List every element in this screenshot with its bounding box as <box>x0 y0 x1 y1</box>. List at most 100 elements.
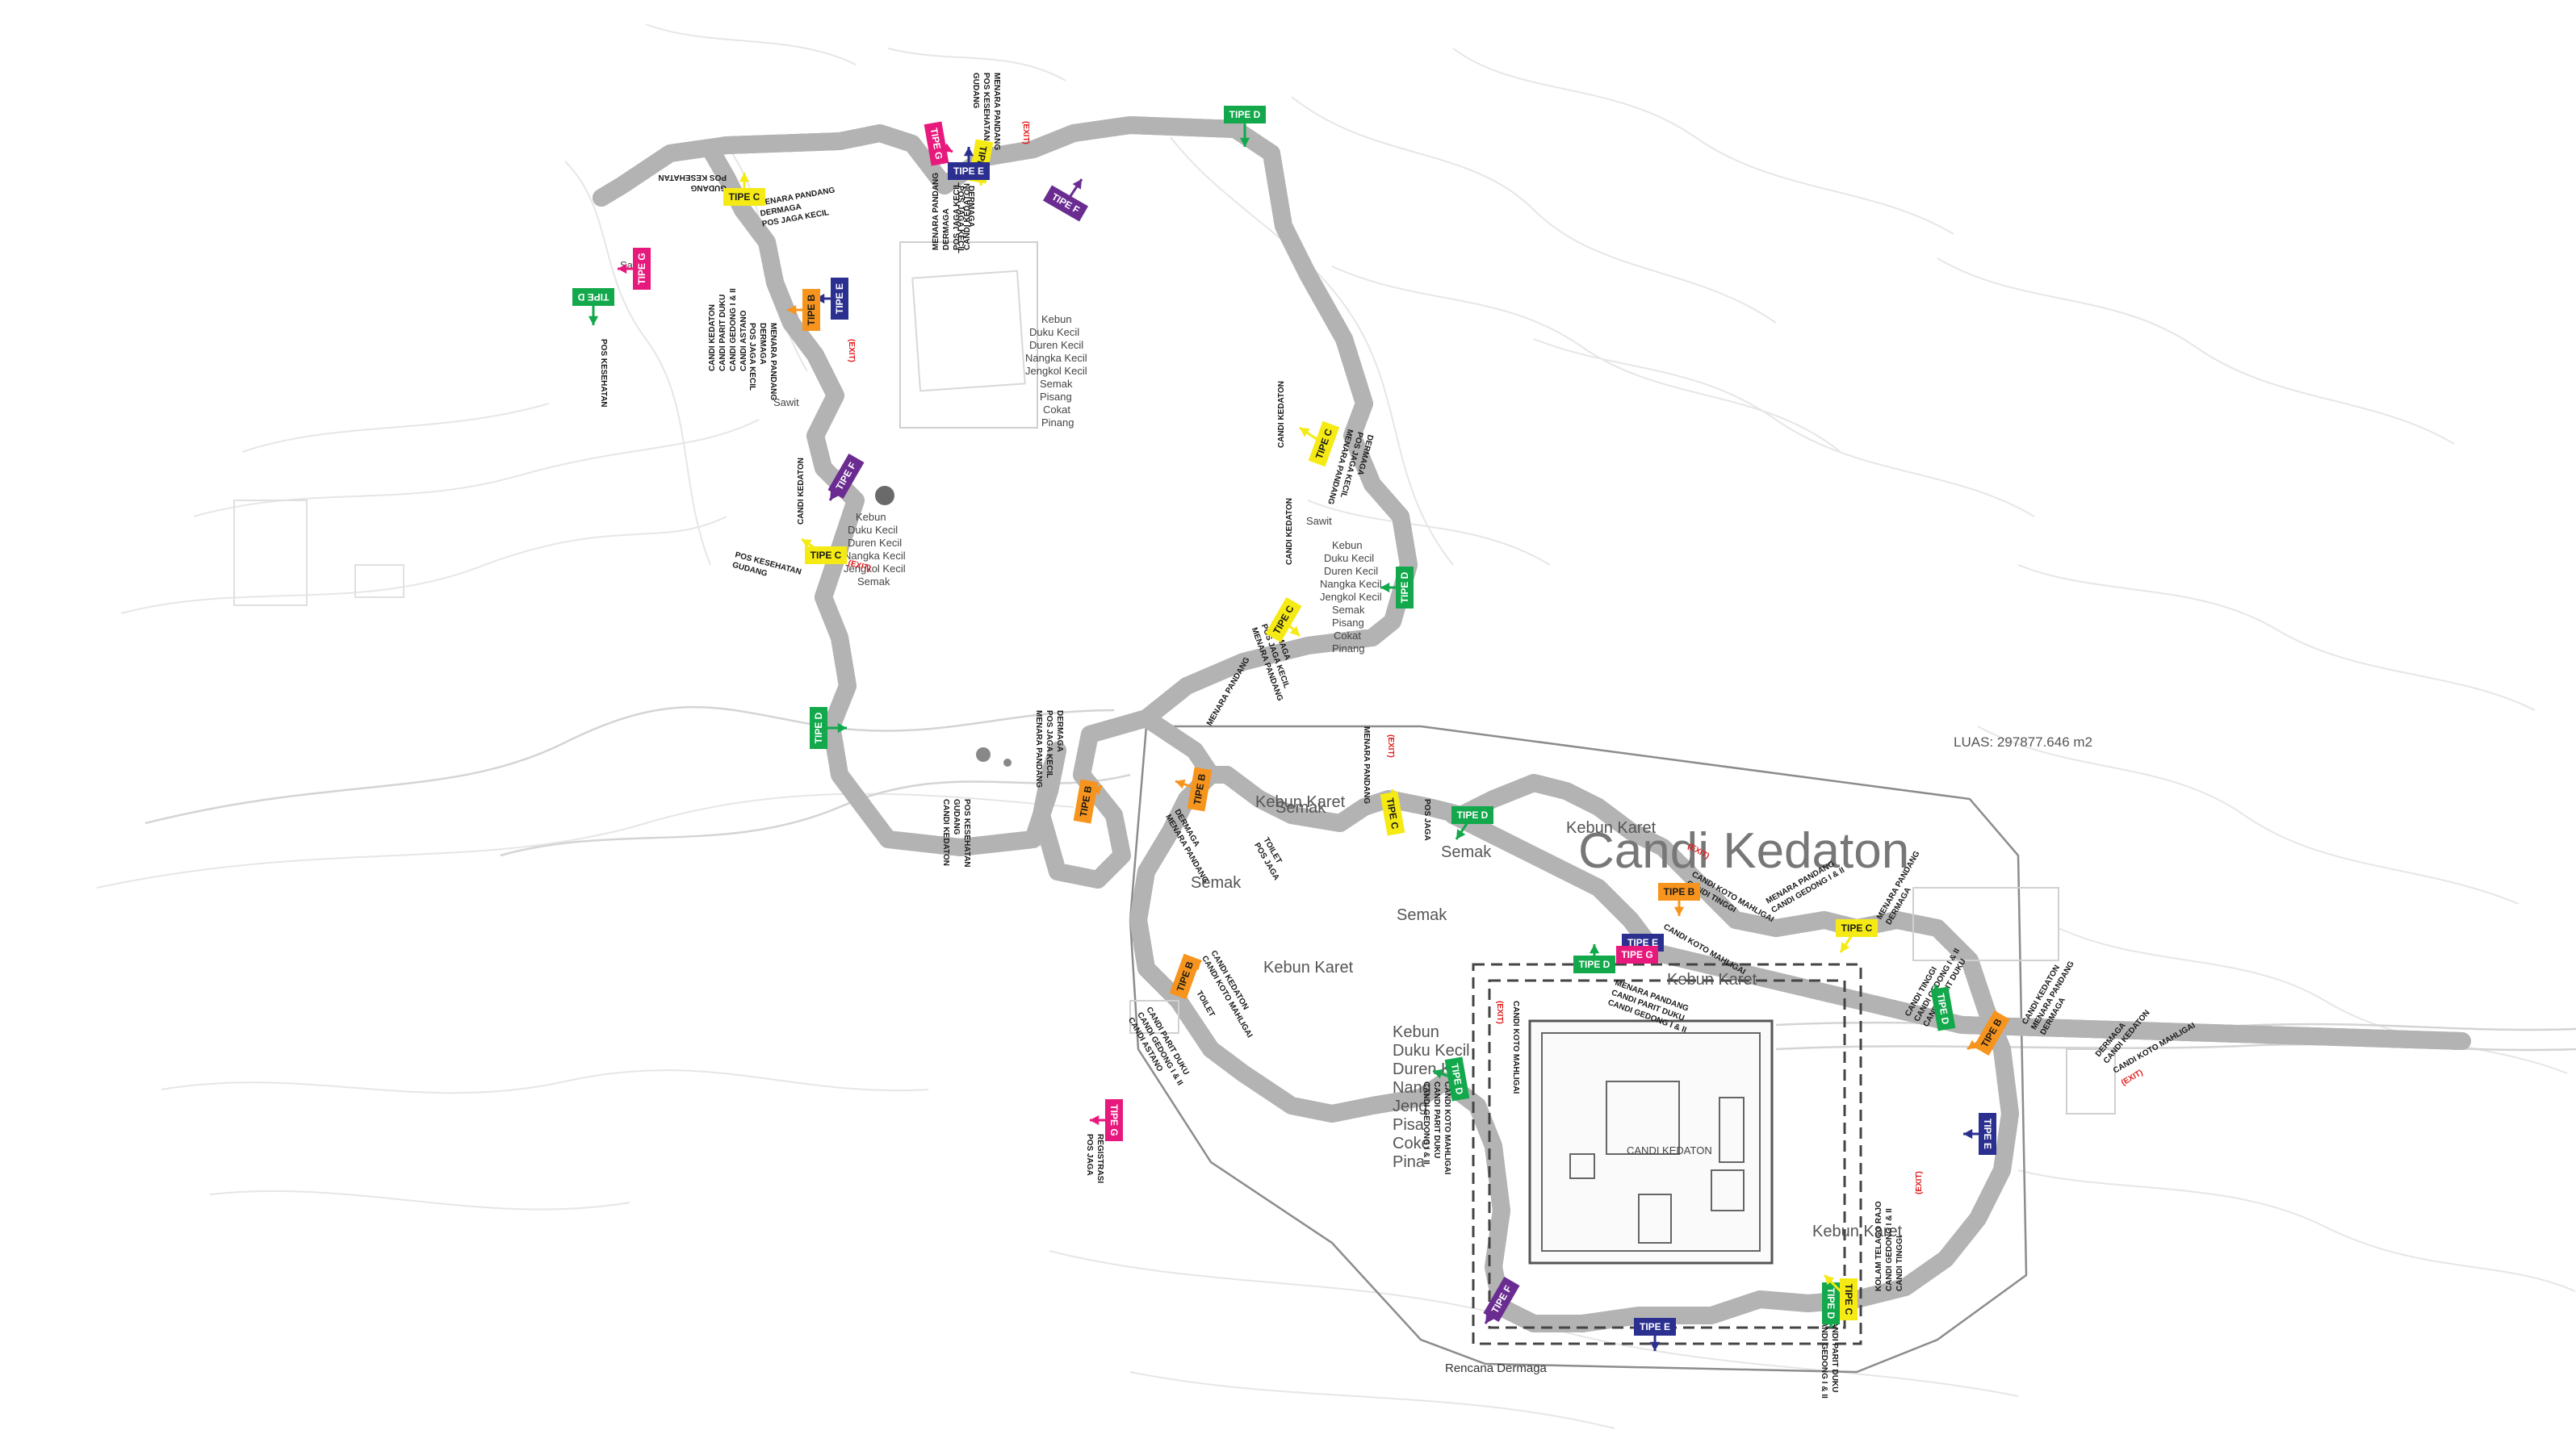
tag-box <box>1930 986 1956 1031</box>
tag-box <box>1451 806 1493 824</box>
tag-marker-tipe-c: TIPE C <box>723 173 765 206</box>
note-label: POS KESEHATAN <box>599 339 608 408</box>
arrow-head-icon <box>1485 1313 1495 1324</box>
tag-label: TIPE C <box>1841 922 1873 934</box>
tag-box <box>1840 1278 1858 1320</box>
tag-box <box>805 546 847 564</box>
plant-item: Kebun <box>1041 313 1072 325</box>
plant-item: Duren Kecil <box>1324 565 1378 577</box>
tag-marker-tipe-b: TIPE B <box>787 289 820 331</box>
note-label: CANDI PARIT DUKUCANDI GEDONG I & II <box>1820 1315 1839 1399</box>
note-label: CANDI KEDATON <box>797 458 806 525</box>
tag-box <box>1973 1010 2010 1056</box>
tag-marker-tipe-d: TIPE D <box>1822 1282 1840 1328</box>
arrow-head-icon <box>830 490 840 500</box>
tag-marker-tipe-d: TIPE D <box>1224 106 1266 147</box>
tag-label: TIPE B <box>1192 772 1208 805</box>
arrow-head-icon <box>1239 137 1250 147</box>
arrow-head-icon <box>1649 1341 1661 1351</box>
tag-label: TIPE D <box>1229 109 1261 120</box>
plant-item: Duku Kecil <box>1393 1042 1470 1060</box>
plant-item: Kebun <box>1332 539 1363 551</box>
tag-label: TIPE D <box>577 291 609 303</box>
arrow-head-icon <box>1589 944 1600 954</box>
label-sawit: Sawit <box>1306 515 1332 527</box>
tag-label: TIPE E <box>834 283 845 314</box>
tag-marker-tipe-e: TIPE E <box>948 147 990 180</box>
tag-marker-tipe-b: TIPE B <box>1658 883 1700 916</box>
temple-compound <box>1472 963 1862 1345</box>
tag-marker-tipe-g: TIPE G <box>1616 945 1658 964</box>
tag-box <box>1836 919 1878 937</box>
tag-marker-tipe-e: TIPE E <box>1963 1113 1996 1155</box>
tag-label: TIPE C <box>810 550 842 561</box>
arrow-head-icon <box>1289 625 1300 636</box>
tag-label: TIPE B <box>1664 886 1695 897</box>
plant-lists: Kebun Duku Kecil Duren Kecil Nangka Keci… <box>844 313 1474 1171</box>
plant-item: Semak <box>1332 604 1365 616</box>
structures <box>233 241 2116 1115</box>
note-label: MENARA PANDANG <box>1362 726 1371 804</box>
label-kebun-karet: Kebun Karet <box>1566 819 1657 837</box>
tag-marker-tipe-g: TIPE G <box>1090 1099 1123 1141</box>
label-sawit: Sawit <box>773 396 799 408</box>
plant-item: Pina <box>1393 1153 1426 1171</box>
note-label: POS KESEHATANGUDANG <box>731 550 802 587</box>
tag-box <box>1822 1282 1840 1324</box>
tag-label: TIPE D <box>1825 1288 1837 1320</box>
tag-box <box>1169 953 1201 1000</box>
tag-box <box>924 121 949 166</box>
arrow-head-icon <box>1841 942 1850 952</box>
tag-marker-tipe-f: TIPE F <box>1042 178 1089 222</box>
note-label: MENARA PANDANGDERMAGAPOS JAGA KECIL <box>748 323 777 400</box>
label-kebun-karet: Kebun Karet <box>1255 793 1346 811</box>
arrow-head-icon <box>1673 906 1685 916</box>
plant-item: Kebun <box>856 511 886 523</box>
arrow-head-icon <box>588 316 599 325</box>
plant-item: Pinang <box>1332 642 1364 655</box>
plant-list: Kebun Duku Kecil Duren Kecil Nangka Keci… <box>1025 313 1090 429</box>
label-semak: Semak <box>1441 843 1492 861</box>
tag-marker-tipe-c: TIPE C <box>1823 1274 1858 1320</box>
tag-label: TIPE E <box>1640 1321 1670 1332</box>
tag-marker-tipe-d: TIPE D <box>810 707 847 749</box>
tag-marker-tipe-d: TIPE D <box>1451 806 1493 840</box>
arrow-head-icon <box>1175 779 1186 789</box>
arrow-head-icon <box>802 539 812 549</box>
plant-item: Nangka Kecil <box>844 550 906 562</box>
exit-label: (EXIT) <box>847 339 856 362</box>
plant-item: Duren Kecil <box>1029 339 1083 351</box>
tag-box <box>1073 779 1099 824</box>
plant-item: Cokat <box>1043 404 1070 416</box>
arrow-head-icon <box>1072 179 1082 190</box>
plant-list: Kebun Duku Kecil Duren K Nang Jeng Pisa … <box>1393 1023 1474 1171</box>
note-label: CANDI KOTO MAHLIGAI <box>1511 1001 1520 1094</box>
area-labels: Candi Kedaton LUAS: 297877.646 m2 Rencan… <box>620 259 2092 1375</box>
arrow-head-icon <box>618 263 627 274</box>
tag-box <box>1616 946 1658 964</box>
river-banks <box>500 773 2576 1052</box>
tag-marker-tipe-b: TIPE B <box>1073 779 1104 824</box>
note-label: POS JAGA <box>1422 799 1431 841</box>
tag-box <box>827 453 865 500</box>
tag-marker-tipe-c: TIPE C <box>1299 420 1340 467</box>
plant-item: Nangka Kecil <box>1320 578 1382 590</box>
tag-box <box>1483 1276 1520 1323</box>
tag-box <box>1396 567 1414 609</box>
tag-label: TIPE D <box>1935 993 1952 1026</box>
arrow-head-icon <box>1380 582 1390 593</box>
arrow-head-icon <box>1456 829 1466 839</box>
note-label: CANDI KOTO MAHLIGAICANDI PARIT DUKUCANDI… <box>1422 1081 1451 1175</box>
tag-marker-tipe-d: TIPE D <box>572 288 614 325</box>
tag-marker-tipe-c: TIPE C <box>1380 789 1405 836</box>
rencana-dermaga-label: Rencana Dermaga <box>1445 1361 1548 1375</box>
plant-item: Coke <box>1393 1135 1430 1152</box>
tag-label: TIPE B <box>1078 784 1095 818</box>
exit-label: (EXIT) <box>1915 1171 1924 1194</box>
plant-item: Cokat <box>1334 629 1361 642</box>
tag-label: TIPE E <box>1982 1119 1993 1149</box>
note-label: MENARA PANDANGDERMAGAPOS JAGA KECIL <box>758 186 840 228</box>
label-semak: Semak <box>1191 874 1242 892</box>
tag-box <box>1187 767 1213 812</box>
